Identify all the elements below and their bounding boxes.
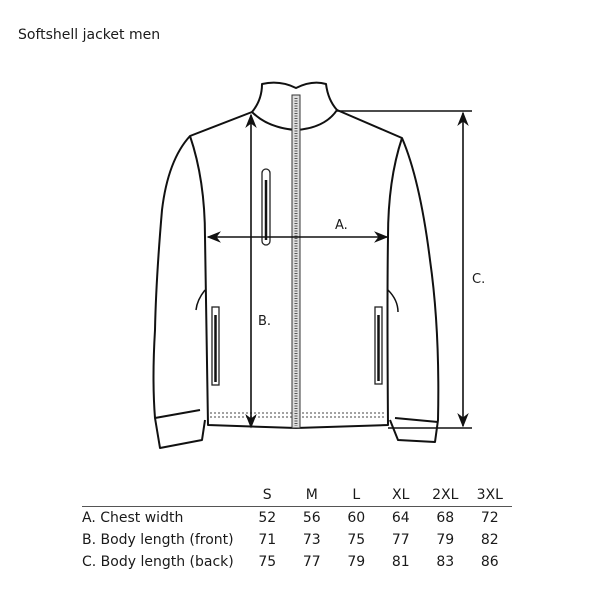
size-header: 3XL [467, 487, 512, 507]
cell: 52 [258, 510, 277, 526]
table-row: B. Body length (front) 71 73 75 77 79 82 [82, 529, 512, 551]
cell: 77 [391, 532, 410, 548]
table-row: A. Chest width 52 56 60 64 68 72 [82, 507, 512, 530]
row-label: A. Chest width [82, 510, 184, 526]
cell: 83 [436, 554, 455, 570]
cell: 64 [391, 510, 410, 526]
cell: 56 [302, 510, 321, 526]
cell: 68 [436, 510, 455, 526]
cell: 81 [391, 554, 410, 570]
cell: 75 [258, 554, 277, 570]
row-label: B. Body length (front) [82, 532, 234, 548]
cell: 72 [480, 510, 499, 526]
size-header: XL [378, 487, 423, 507]
cell: 73 [302, 532, 321, 548]
left-sleeve [152, 111, 253, 449]
cell: 60 [347, 510, 366, 526]
size-header-row: S M L XL 2XL 3XL [82, 487, 512, 507]
row-label: C. Body length (back) [82, 554, 234, 570]
cell: 79 [436, 532, 455, 548]
cell: 79 [347, 554, 366, 570]
jacket-diagram [152, 81, 472, 449]
label-c: C. [472, 272, 486, 287]
size-header: S [245, 487, 290, 507]
page-title: Softshell jacket men [18, 27, 161, 43]
label-a: A. [335, 218, 348, 233]
size-header: 2XL [423, 487, 468, 507]
size-header: L [334, 487, 379, 507]
cell: 82 [480, 532, 499, 548]
cell: 75 [347, 532, 366, 548]
right-sleeve [336, 109, 440, 443]
cell: 86 [480, 554, 499, 570]
size-table: S M L XL 2XL 3XL A. Chest width 52 56 60… [82, 487, 512, 573]
cell: 71 [258, 532, 277, 548]
size-header: M [289, 487, 334, 507]
label-b: B. [258, 314, 272, 329]
table-row: C. Body length (back) 75 77 79 81 83 86 [82, 551, 512, 573]
cell: 77 [302, 554, 321, 570]
